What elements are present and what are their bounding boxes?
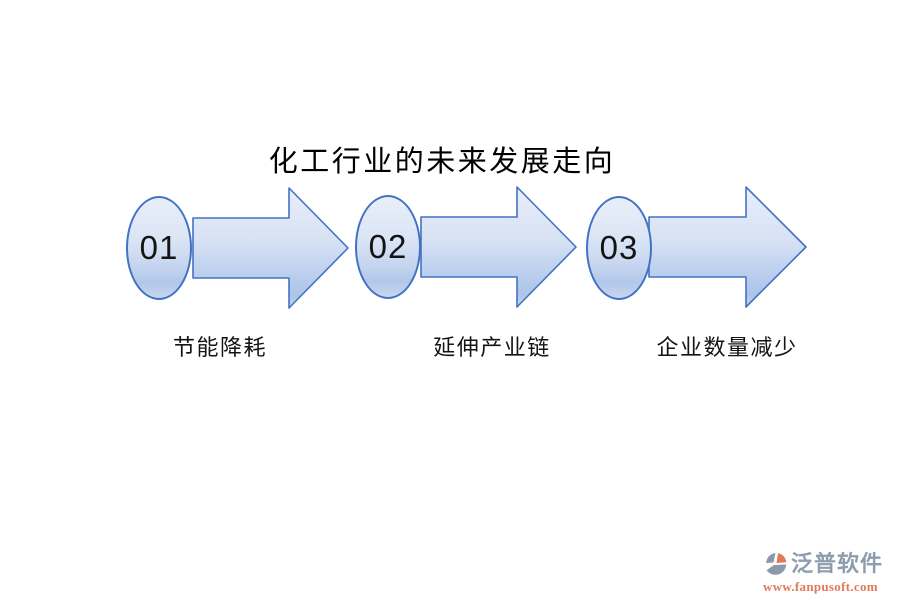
right-arrow-icon-1 <box>192 187 349 309</box>
step-label-3: 企业数量减少 <box>656 335 798 360</box>
watermark-name: 泛普软件 <box>791 551 884 576</box>
step-number-3: 03 <box>599 229 639 266</box>
watermark-logo: 泛普软件 www.fanpusoft.com <box>763 551 895 594</box>
step-ellipse-1: 01 <box>126 196 192 300</box>
right-arrow-icon-3 <box>648 186 807 308</box>
step-number-1: 01 <box>139 229 179 266</box>
step-ellipse-2: 02 <box>355 195 421 299</box>
watermark-url: www.fanpusoft.com <box>763 579 878 594</box>
right-arrow-icon-2 <box>420 186 577 308</box>
step-label-1: 节能降耗 <box>172 335 268 360</box>
step-ellipse-3: 03 <box>586 196 652 300</box>
step-label-2: 延伸产业链 <box>433 335 551 360</box>
diagram-title: 化工行业的未来发展走向 <box>268 146 616 178</box>
step-number-2: 02 <box>368 228 408 265</box>
fanpu-logo-icon <box>766 553 787 575</box>
